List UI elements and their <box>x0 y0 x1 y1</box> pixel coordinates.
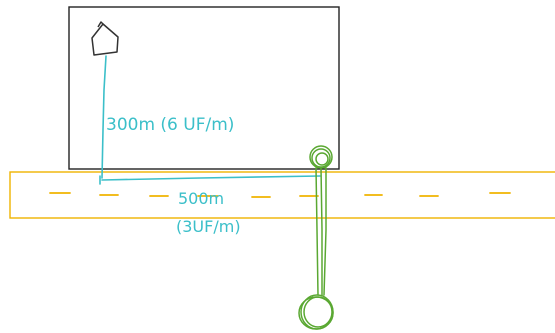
house-icon <box>92 22 118 55</box>
green-pole <box>299 146 333 329</box>
lot-rectangle <box>69 7 339 169</box>
lower-segment-length-label: 500m <box>178 189 224 208</box>
road-center-dashes <box>50 193 510 197</box>
lower-segment-rate-label: (3UF/m) <box>176 217 241 236</box>
road-band <box>10 172 555 218</box>
upper-segment-label: 300m (6 UF/m) <box>106 115 234 135</box>
